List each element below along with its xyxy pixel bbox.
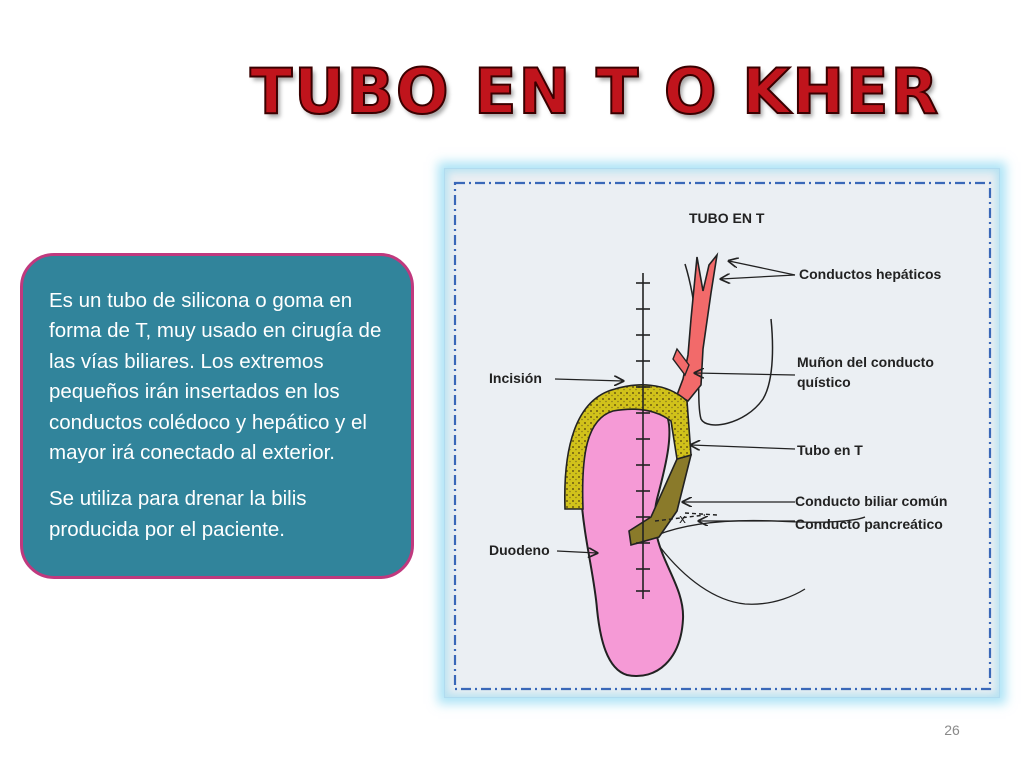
description-box: Es un tubo de silicona o goma en forma d… [20, 253, 414, 579]
incision-sutures [636, 282, 650, 592]
description-paragraph-2: Se utiliza para drenar la bilis producid… [49, 487, 307, 541]
common-bile-duct [628, 453, 693, 547]
t-tube-diagram: x [444, 168, 1000, 698]
label-tubo-en-t: Tubo en T [797, 442, 863, 458]
diagram-dashed-border [453, 181, 992, 691]
label-duodeno: Duodeno [489, 542, 550, 558]
label-munon-line1: Muñon del conducto [797, 354, 934, 370]
pancreatic-duct [654, 512, 718, 522]
label-incision: Incisión [489, 370, 542, 386]
cystic-duct-stump [672, 347, 690, 377]
description-paragraph-1: Es un tubo de silicona o goma en forma d… [49, 289, 382, 465]
label-munon-line2: quístico [797, 374, 851, 390]
label-conductos-hepaticos: Conductos hepáticos [799, 266, 942, 282]
t-tube [563, 384, 692, 510]
pancreatic-duct-mark: x [679, 512, 686, 526]
page-number: 26 [944, 722, 960, 738]
label-arrows [554, 261, 796, 553]
pancreas-outline-lower [659, 546, 806, 605]
label-conducto-biliar: Conducto biliar común [795, 493, 947, 509]
slide-title: TUBO EN T O KHER [249, 54, 941, 129]
hepatic-duct [676, 252, 719, 403]
label-conducto-pancreatico: Conducto pancreático [795, 516, 943, 532]
diagram-heading: TUBO EN T [689, 210, 765, 226]
